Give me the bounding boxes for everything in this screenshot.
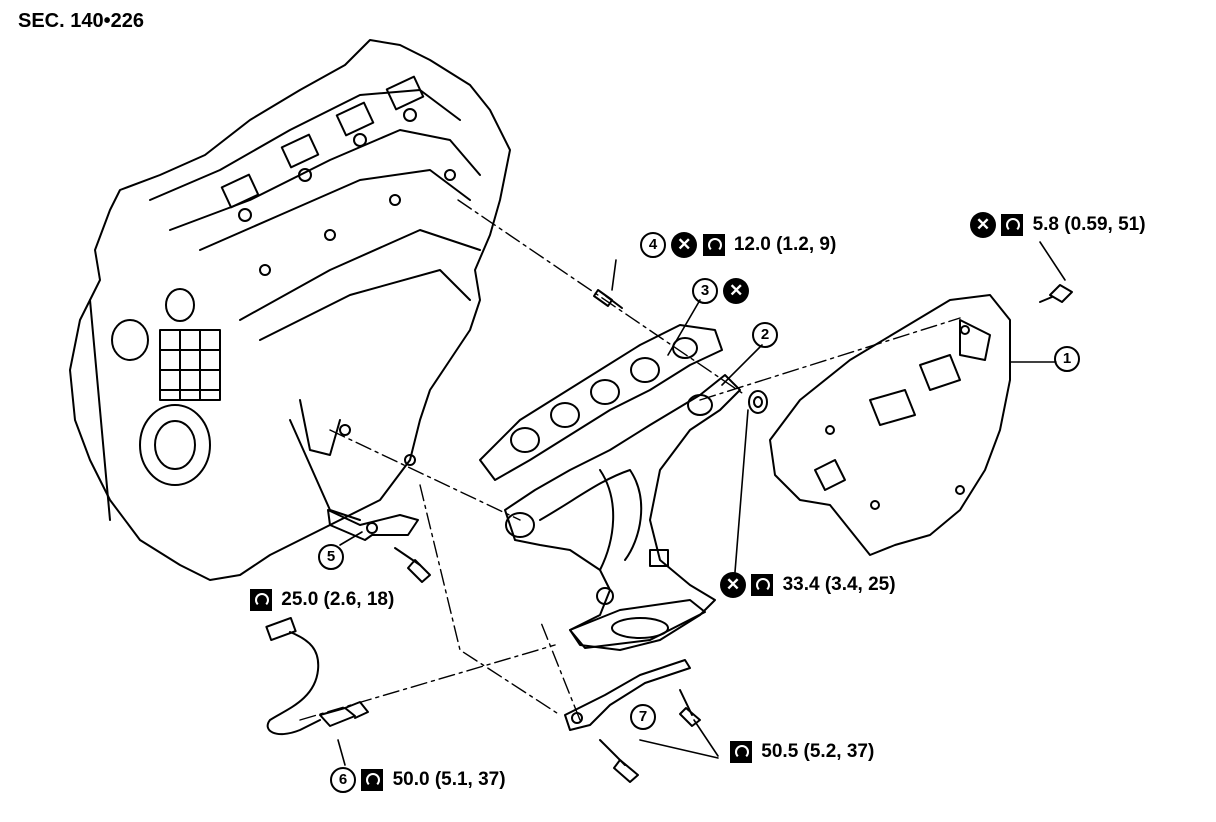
torque-icon — [1001, 214, 1024, 236]
callout-bracket: 5 — [318, 544, 344, 570]
torque-spec-sensor: 50.0 (5.1, 37) — [392, 769, 506, 790]
torque-spec-support-bolts: 50.5 (5.2, 37) — [761, 741, 875, 762]
callout-support-bolts: 50.5 (5.2, 37) — [730, 740, 874, 764]
torque-icon — [730, 741, 752, 763]
part-number-1: 1 — [1054, 346, 1080, 372]
torque-spec-bracket-bolt: 25.0 (2.6, 18) — [281, 589, 395, 610]
callout-sensor: 6 50.0 (5.1, 37) — [330, 767, 506, 793]
section-reference: SEC. 140•226 — [18, 10, 144, 32]
part-number-6: 6 — [330, 767, 356, 793]
torque-spec-heat-insulator-bolt: 5.8 (0.59, 51) — [1032, 214, 1146, 235]
torque-spec-stud-bolt: 12.0 (1.2, 9) — [733, 234, 837, 255]
callout-heat-insulator-bolt: ✕ 5.8 (0.59, 51) — [970, 212, 1146, 238]
part-number-3: 3 — [692, 278, 718, 304]
exhaust-manifold — [504, 374, 741, 651]
air-fuel-ratio-sensor — [265, 616, 369, 736]
manifold-nut — [748, 390, 768, 414]
heat-insulator-bolt — [1039, 284, 1073, 303]
leader-lines — [337, 241, 1066, 766]
callout-heat-insulator: 1 — [1054, 346, 1080, 372]
replace-icon: ✕ — [723, 278, 750, 304]
heat-insulator — [769, 294, 1011, 556]
callout-gasket: 3 ✕ — [692, 278, 750, 304]
replace-icon: ✕ — [720, 572, 746, 598]
torque-icon — [751, 574, 774, 596]
replace-icon: ✕ — [970, 212, 996, 238]
callout-support: 7 — [630, 704, 656, 730]
stud-bolt — [593, 289, 623, 309]
part-number-2: 2 — [752, 322, 778, 348]
callout-manifold: 2 — [752, 322, 778, 348]
callout-bracket-bolt: 25.0 (2.6, 18) — [250, 588, 394, 612]
alignment-lines — [299, 199, 961, 721]
part-number-4: 4 — [640, 232, 666, 258]
part-number-5: 5 — [318, 544, 344, 570]
torque-icon — [361, 769, 384, 791]
replace-icon: ✕ — [671, 232, 698, 258]
bracket — [327, 509, 431, 583]
callout-manifold-nut: ✕ 33.4 (3.4, 25) — [720, 572, 896, 598]
part-number-7: 7 — [630, 704, 656, 730]
exhaust-manifold-gasket — [479, 324, 723, 481]
engine-block — [69, 39, 511, 581]
callout-stud-bolt: 4 ✕ 12.0 (1.2, 9) — [640, 232, 836, 258]
torque-icon — [250, 589, 272, 611]
torque-spec-manifold-nut: 33.4 (3.4, 25) — [782, 574, 896, 595]
torque-icon — [702, 234, 725, 256]
